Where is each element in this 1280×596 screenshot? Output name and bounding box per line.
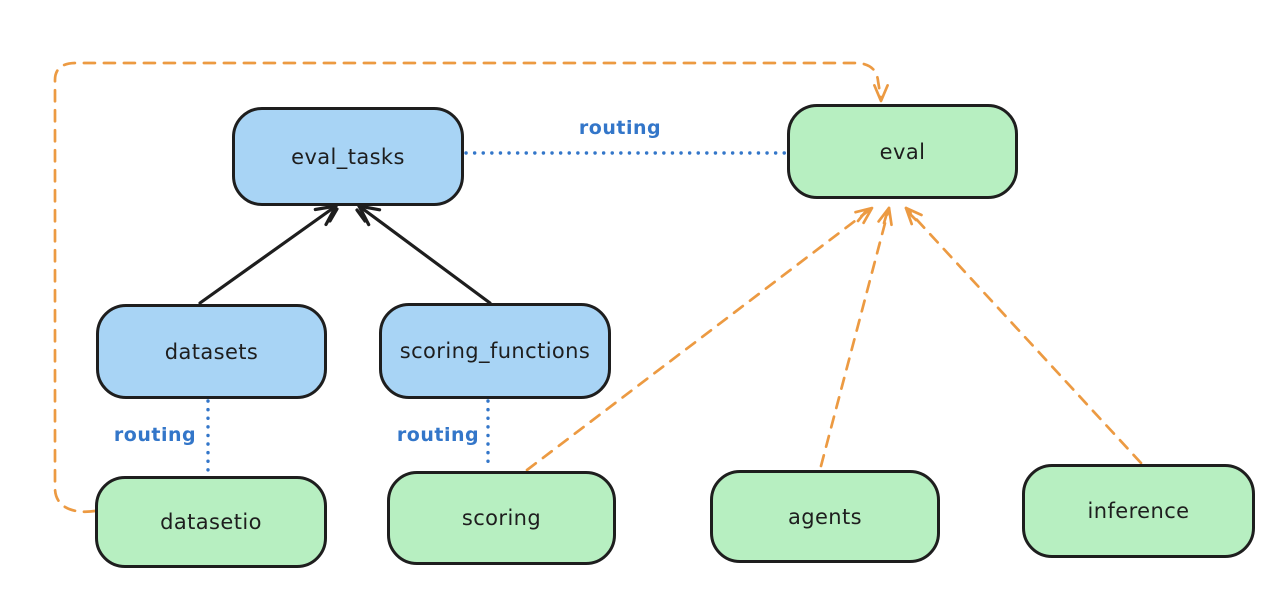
node-inference: inference <box>1022 464 1255 558</box>
routing-label-eval-tasks-eval: routing <box>578 117 662 139</box>
node-datasets: datasets <box>96 304 327 399</box>
dashed-arrow-agents-to-eval <box>819 206 893 468</box>
routing-label-datasets-datasetio: routing <box>113 424 197 446</box>
node-scoring-label: scoring <box>461 506 542 530</box>
node-datasetio-label: datasetio <box>160 510 262 534</box>
dashed-arrow-datasetio-to-eval <box>53 61 889 514</box>
arrow-datasets-to-eval-tasks <box>198 204 339 305</box>
node-agents-label: agents <box>787 504 862 529</box>
node-scoring-functions: scoring_functions <box>379 303 611 399</box>
dashed-arrow-inference-to-eval <box>904 206 1143 465</box>
node-eval: eval <box>787 104 1018 199</box>
node-scoring: scoring <box>387 471 616 565</box>
node-inference-label: inference <box>1087 499 1190 523</box>
node-eval-tasks-label: eval_tasks <box>291 144 405 169</box>
routing-label-scoring-functions-scoring: routing <box>396 424 480 446</box>
node-eval-tasks: eval_tasks <box>232 107 464 206</box>
node-eval-label: eval <box>879 139 926 164</box>
node-datasetio: datasetio <box>95 476 327 568</box>
dashed-arrow-scoring-to-eval <box>525 206 874 472</box>
node-scoring-functions-label: scoring_functions <box>399 339 591 363</box>
node-agents: agents <box>710 470 940 563</box>
node-datasets-label: datasets <box>164 339 259 364</box>
arrow-scoring-functions-to-eval-tasks <box>355 204 492 305</box>
